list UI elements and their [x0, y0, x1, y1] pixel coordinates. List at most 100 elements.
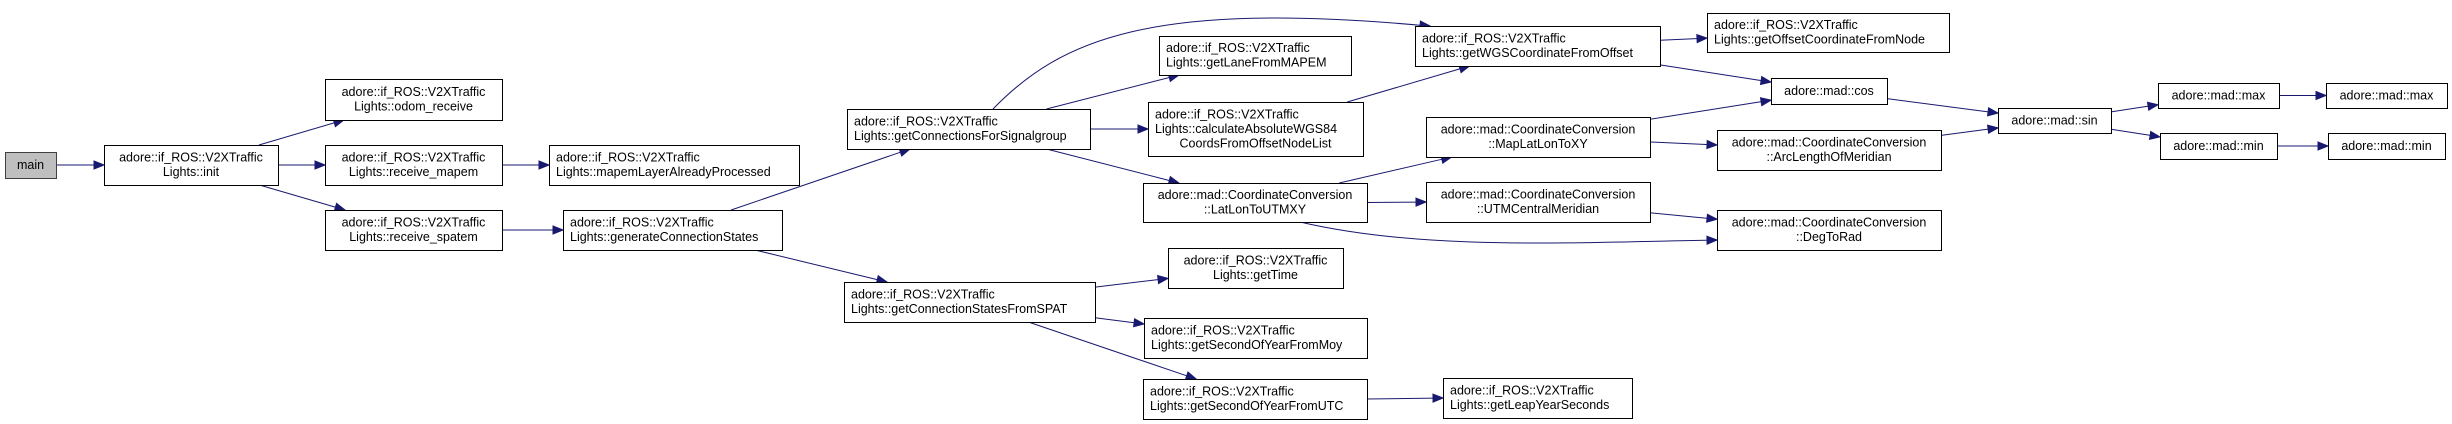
node-getWGSCoordinateFromOffset[interactable]: adore::if_ROS::V2XTrafficLights::getWGSC…: [1415, 26, 1661, 67]
node-label-line: Lights::getSecondOfYearFromUTC: [1150, 399, 1343, 413]
node-calculateAbsoluteWGS84CoordsFromOffsetNodeList[interactable]: adore::if_ROS::V2XTrafficLights::calcula…: [1148, 102, 1364, 157]
node-box: [1159, 36, 1352, 76]
node-box: [1144, 318, 1368, 359]
node-mapemLayerAlreadyProcessed[interactable]: adore::if_ROS::V2XTrafficLights::mapemLa…: [549, 145, 800, 186]
node-label-line: Lights::getWGSCoordinateFromOffset: [1422, 46, 1633, 60]
node-max_2[interactable]: adore::mad::max: [2326, 83, 2448, 109]
edge-line: [1028, 321, 1189, 377]
node-label-line: adore::if_ROS::V2XTraffic: [570, 216, 714, 230]
node-DegToRad[interactable]: adore::mad::CoordinateConversion::DegToR…: [1717, 210, 1942, 251]
edge-MapLatLonToXY-to-cos: [1649, 97, 1773, 120]
node-ArcLengthOfMeridian[interactable]: adore::mad::CoordinateConversion::ArcLen…: [1717, 130, 1942, 171]
arrow-head-icon: [1432, 393, 1445, 403]
node-generateConnectionStates[interactable]: adore::if_ROS::V2XTrafficLights::generat…: [563, 210, 783, 251]
edge-line: [1046, 148, 1172, 182]
edge-line: [1347, 67, 1463, 103]
node-box: [1426, 182, 1651, 223]
node-sin[interactable]: adore::mad::sin: [1998, 108, 2112, 134]
edge-line: [1094, 317, 1137, 324]
node-box: [563, 210, 783, 251]
node-label-line: adore::if_ROS::V2XTraffic: [342, 151, 486, 165]
node-odom_receive[interactable]: adore::if_ROS::V2XTrafficLights::odom_re…: [325, 79, 503, 121]
edge-line: [1886, 98, 1991, 113]
node-getConnectionsForSignalgroup[interactable]: adore::if_ROS::V2XTrafficLights::getConn…: [847, 109, 1091, 150]
arrow-head-icon: [1184, 371, 1198, 381]
edge-sin-to-min_1: [2110, 128, 2162, 140]
edge-line: [258, 121, 337, 146]
arrow-head-icon: [1759, 97, 1773, 107]
edge-max_1-to-max_2: [2279, 90, 2328, 101]
node-box: [847, 109, 1091, 150]
edge-min_1-to-min_2: [2277, 141, 2330, 151]
arrow-head-icon: [1706, 235, 1719, 245]
edge-calculateAbsoluteWGS84CoordsFromOffsetNodeList-to-getWGSCoordinateFromOffset: [1347, 64, 1471, 103]
node-label-line: adore::if_ROS::V2XTraffic: [342, 216, 486, 230]
node-getLaneFromMAPEM[interactable]: adore::if_ROS::V2XTrafficLights::getLane…: [1159, 36, 1352, 76]
edge-sin-to-max_1: [2110, 101, 2160, 113]
node-label-line: adore::if_ROS::V2XTraffic: [1151, 324, 1295, 338]
arrow-head-icon: [314, 160, 327, 170]
node-label-line: ::LatLonToUTMXY: [1204, 203, 1307, 217]
node-cos[interactable]: adore::mad::cos: [1771, 78, 1888, 105]
arrow-head-icon: [2317, 141, 2330, 151]
node-box: [2158, 83, 2280, 109]
node-label-line: Lights::getSecondOfYearFromMoy: [1151, 338, 1343, 352]
node-getSecondOfYearFromUTC[interactable]: adore::if_ROS::V2XTrafficLights::getSeco…: [1143, 379, 1368, 420]
node-label-line: Lights::getTime: [1213, 268, 1298, 282]
node-label-line: adore::mad::min: [2341, 139, 2431, 153]
node-label-line: Lights::receive_mapem: [349, 165, 478, 179]
node-box: [1717, 130, 1942, 171]
node-label-line: Lights::getLeapYearSeconds: [1450, 398, 1609, 412]
node-label-line: adore::mad::CoordinateConversion: [1158, 188, 1353, 202]
arrow-head-icon: [1986, 107, 2000, 117]
arrow-head-icon: [552, 225, 565, 235]
node-label-line: CoordsFromOffsetNodeList: [1180, 136, 1332, 150]
node-box: [2160, 133, 2278, 160]
node-getOffsetCoordinateFromNode[interactable]: adore::if_ROS::V2XTrafficLights::getOffs…: [1707, 13, 1950, 53]
node-receive_mapem[interactable]: adore::if_ROS::V2XTrafficLights::receive…: [325, 145, 503, 186]
node-label-line: adore::if_ROS::V2XTraffic: [1184, 254, 1328, 268]
arrow-head-icon: [1137, 124, 1150, 134]
edge-init-to-receive_spatem: [259, 184, 347, 212]
node-getConnectionStatesFromSPAT[interactable]: adore::if_ROS::V2XTrafficLights::getConn…: [844, 282, 1096, 323]
edge-line: [1299, 221, 1716, 244]
node-label-line: adore::mad::sin: [2011, 113, 2097, 127]
node-box: [1443, 378, 1633, 419]
node-LatLonToUTMXY[interactable]: adore::mad::CoordinateConversion::LatLon…: [1143, 183, 1368, 223]
node-receive_spatem[interactable]: adore::if_ROS::V2XTrafficLights::receive…: [325, 210, 503, 251]
edge-line: [1940, 128, 1991, 136]
node-UTMCentralMeridian[interactable]: adore::mad::CoordinateConversion::UTMCen…: [1426, 182, 1651, 223]
node-getSecondOfYearFromMoy[interactable]: adore::if_ROS::V2XTrafficLights::getSeco…: [1144, 318, 1368, 359]
edge-line: [259, 184, 338, 209]
node-label-line: Lights::receive_spatem: [349, 230, 478, 244]
arrow-head-icon: [1415, 197, 1428, 207]
edge-line: [1094, 278, 1161, 288]
node-max_1[interactable]: adore::mad::max: [2158, 83, 2280, 109]
node-label-line: adore::if_ROS::V2XTraffic: [851, 288, 995, 302]
node-box: [2328, 133, 2446, 160]
arrow-head-icon: [2146, 101, 2160, 111]
edge-line: [730, 151, 903, 211]
node-label-line: Lights::init: [163, 165, 220, 179]
node-label-line: adore::if_ROS::V2XTraffic: [342, 85, 486, 99]
node-label-line: adore::if_ROS::V2XTraffic: [1450, 384, 1594, 398]
node-min_2[interactable]: adore::mad::min: [2328, 133, 2446, 160]
node-box: [844, 282, 1096, 323]
node-box: [104, 145, 279, 186]
node-label-line: adore::mad::cos: [1784, 84, 1874, 98]
node-box: [1143, 379, 1368, 420]
edge-getWGSCoordinateFromOffset-to-getOffsetCoordinateFromNode: [1659, 33, 1709, 44]
node-label-line: Lights::getConnectionsForSignalgroup: [854, 129, 1067, 143]
node-label-line: Lights::calculateAbsoluteWGS84: [1155, 122, 1337, 136]
edge-line: [1649, 100, 1764, 120]
node-min_1[interactable]: adore::mad::min: [2160, 133, 2278, 160]
node-main[interactable]: main: [5, 152, 57, 179]
node-label-line: ::UTMCentralMeridian: [1477, 202, 1599, 216]
edge-UTMCentralMeridian-to-DegToRad: [1649, 212, 1719, 223]
node-getLeapYearSeconds[interactable]: adore::if_ROS::V2XTrafficLights::getLeap…: [1443, 378, 1633, 419]
edge-getConnectionStatesFromSPAT-to-getSecondOfYearFromMoy: [1094, 317, 1146, 328]
node-MapLatLonToXY[interactable]: adore::mad::CoordinateConversion::MapLat…: [1426, 117, 1651, 158]
